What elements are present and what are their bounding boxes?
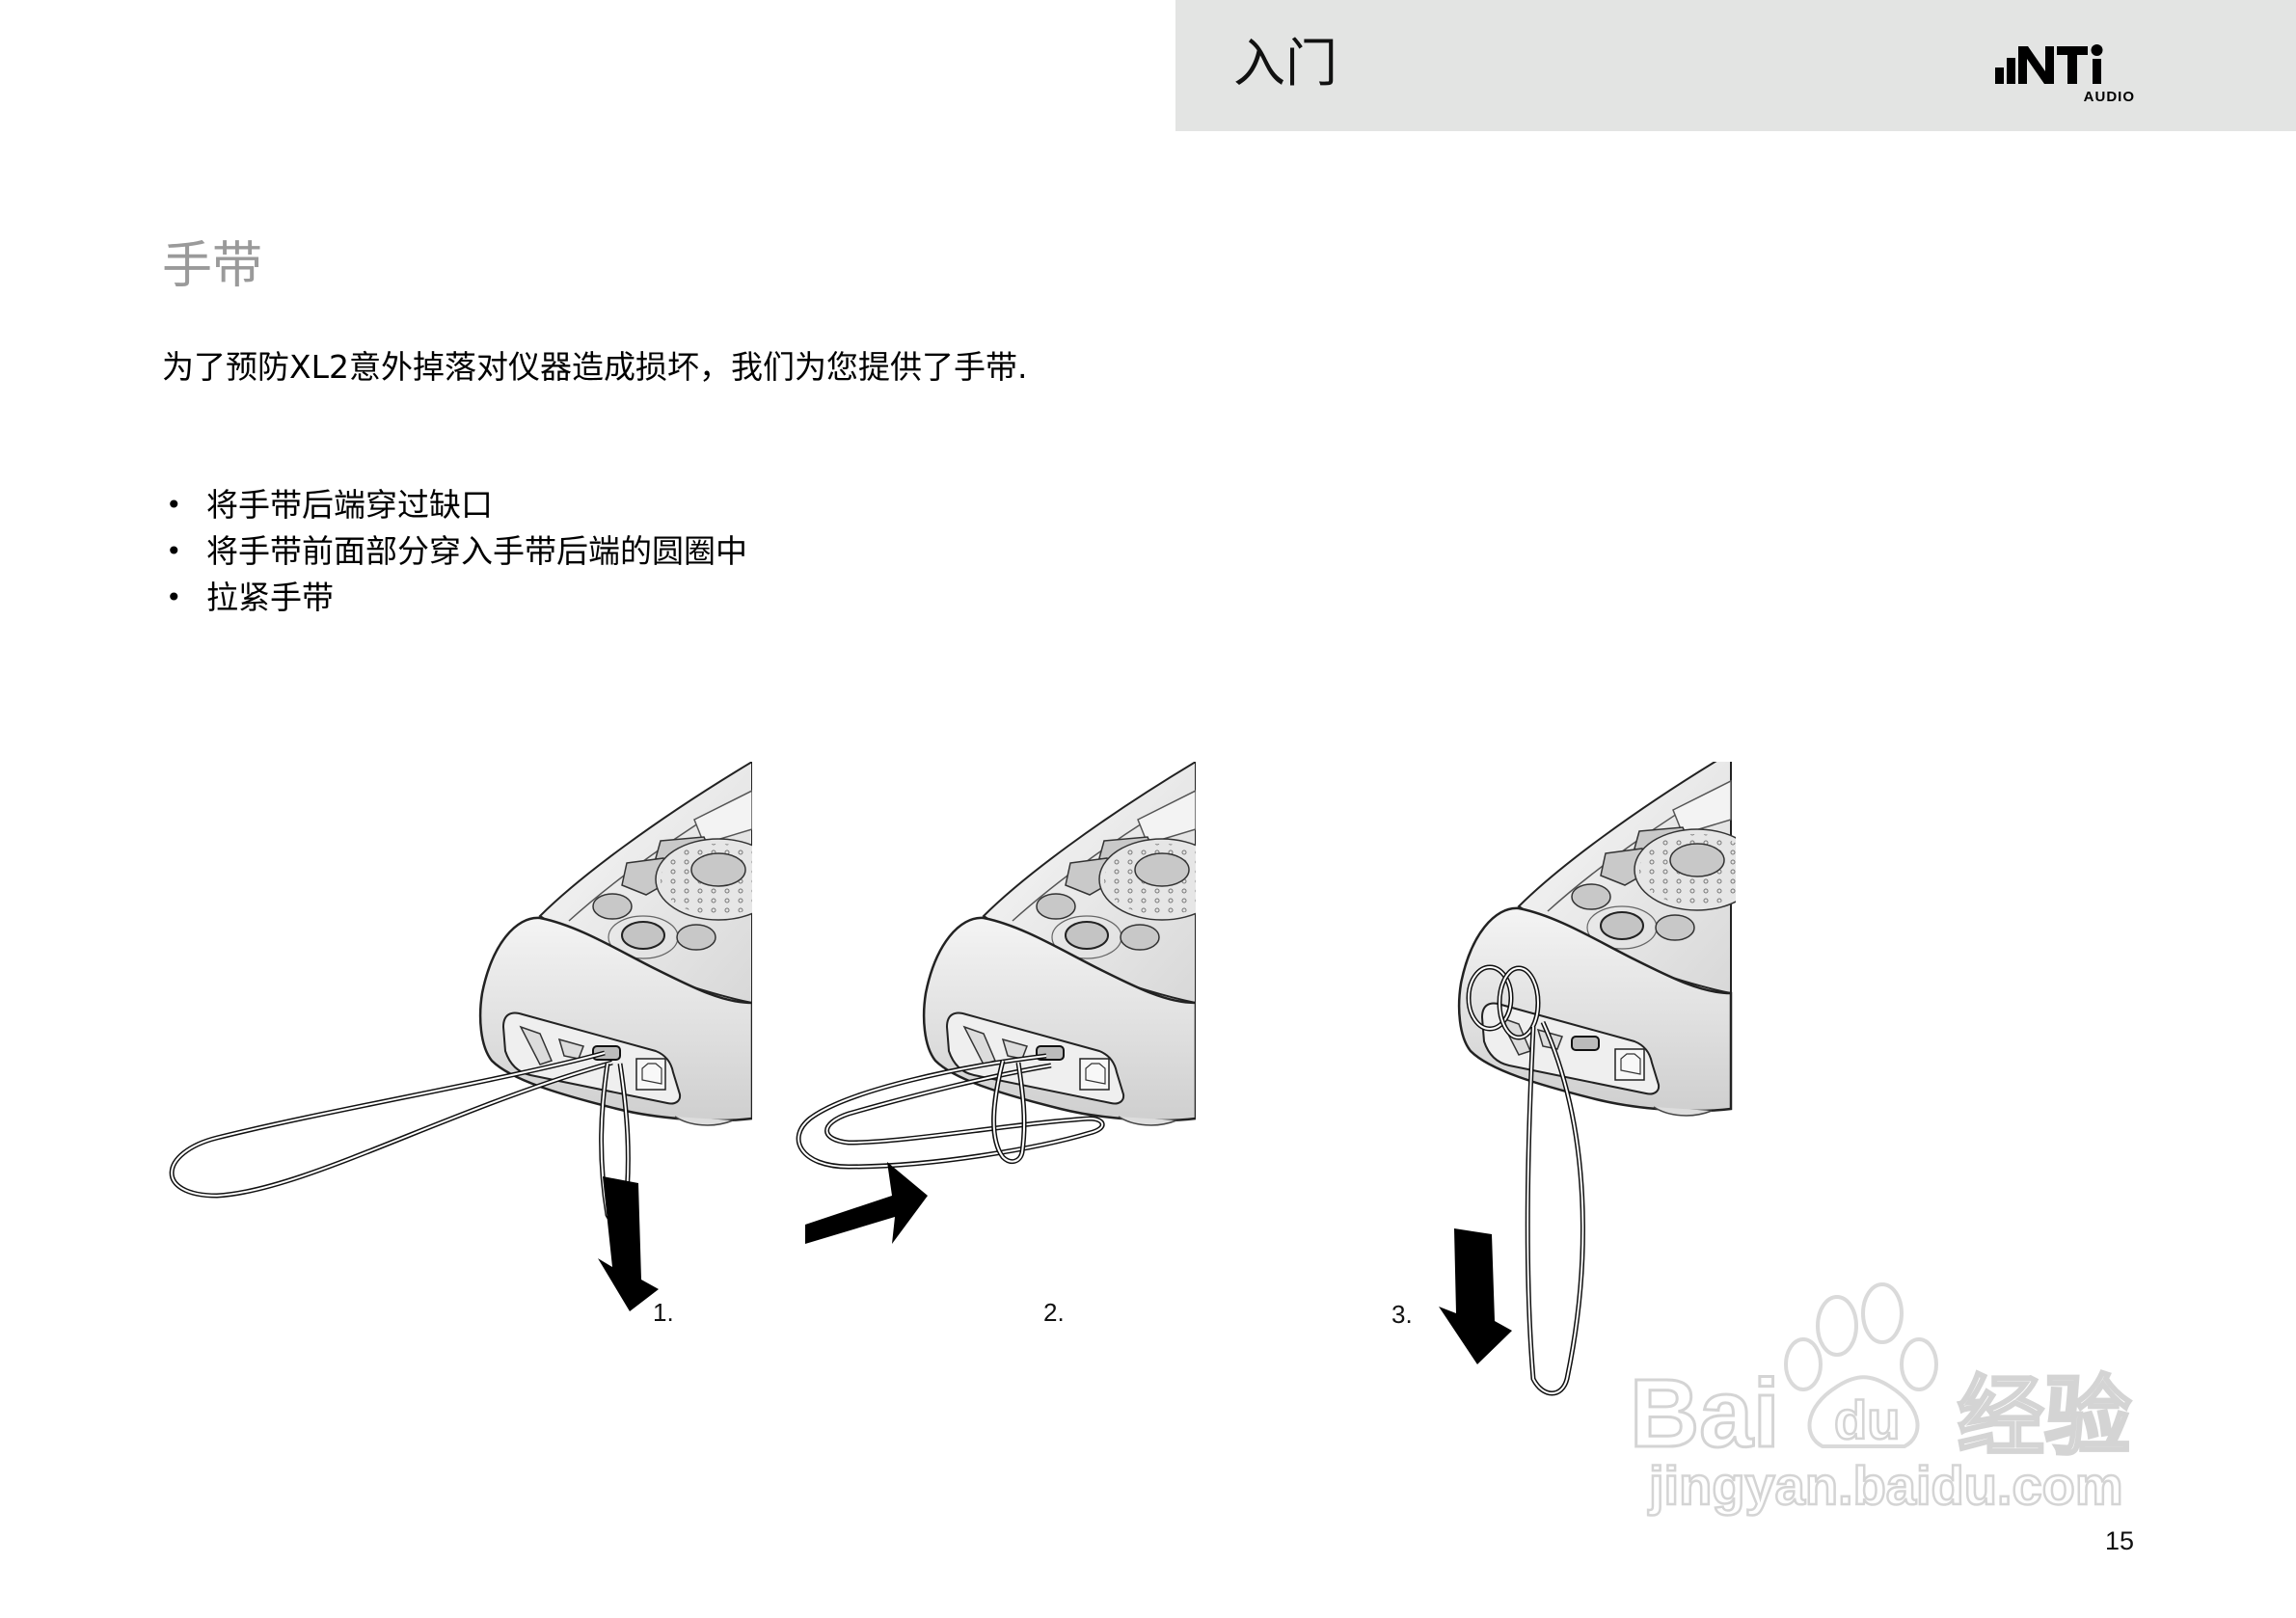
intro-paragraph: 为了预防XL2意外掉落对仪器造成损坏，我们为您提供了手带.	[162, 348, 1028, 386]
figure-step-1: 1.	[159, 760, 783, 1327]
chapter-title: 入门	[1233, 33, 1337, 94]
bullet-icon: •	[166, 489, 182, 521]
arrow-down-icon	[598, 1176, 659, 1311]
list-item-text: 拉紧手带	[206, 579, 334, 616]
step-number: 1.	[653, 1298, 674, 1327]
list-item-text: 将手带后端穿过缺口	[206, 486, 493, 524]
watermark-brand: Bai	[1630, 1360, 1780, 1468]
baidu-paw-logo-icon: Bai du 经验 jingyan.baidu.com	[1629, 1282, 2133, 1517]
svg-text:du: du	[1834, 1389, 1900, 1450]
device-strap-illustration-3	[1439, 750, 1762, 1396]
figure-step-3: 3.	[1369, 750, 1762, 1514]
list-item: • 将手带后端穿过缺口	[162, 482, 747, 528]
device-strap-illustration-2	[796, 760, 1227, 1244]
step-number: 3.	[1391, 1300, 1413, 1329]
step-number: 2.	[1043, 1298, 1065, 1327]
nti-audio-logo: AUDIO	[1995, 42, 2135, 105]
baidu-jingyan-watermark: Bai du 经验 jingyan.baidu.com	[1629, 1273, 2170, 1524]
page-number: 15	[2105, 1526, 2135, 1555]
arrow-right-icon	[805, 1162, 928, 1244]
device-strap-illustration-1	[169, 760, 783, 1311]
bullet-icon: •	[166, 581, 182, 613]
list-item: • 拉紧手带	[162, 575, 747, 621]
nti-logo-icon	[1995, 44, 2103, 84]
figure-step-2: 2.	[791, 760, 1227, 1327]
section-title: 手带	[162, 237, 263, 295]
svg-text:jingyan.baidu.com: jingyan.baidu.com	[1648, 1455, 2123, 1516]
bullet-icon: •	[166, 535, 182, 567]
svg-text:经验: 经验	[1958, 1366, 2131, 1468]
list-item: • 将手带前面部分穿入手带后端的圆圈中	[162, 528, 747, 575]
logo-subtitle: AUDIO	[2083, 89, 2135, 105]
list-item-text: 将手带前面部分穿入手带后端的圆圈中	[206, 532, 747, 570]
instruction-list: • 将手带后端穿过缺口 • 将手带前面部分穿入手带后端的圆圈中 • 拉紧手带	[162, 482, 747, 621]
arrow-down-icon	[1439, 1228, 1512, 1364]
chapter-header: 入门 AUDIO	[1175, 0, 2296, 131]
